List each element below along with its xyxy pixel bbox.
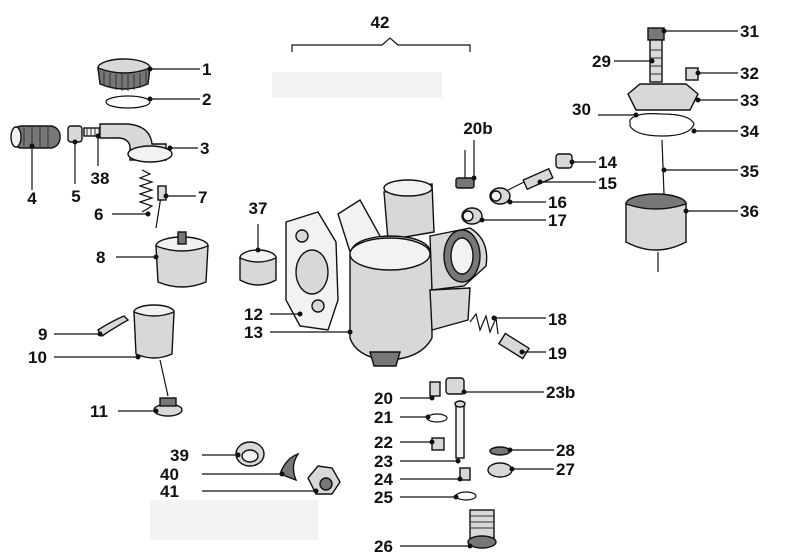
part-bushing-16 — [489, 187, 511, 205]
part-float-36 — [625, 193, 687, 272]
label-39: 39 — [170, 446, 189, 465]
part-jet-tube-23 — [454, 400, 466, 459]
scan-patch — [150, 500, 318, 540]
part-carburetor-body — [337, 179, 488, 367]
part-jet-22 — [431, 437, 445, 451]
label-10: 10 — [28, 348, 47, 367]
part-ring-39 — [235, 441, 265, 467]
label-40: 40 — [160, 465, 179, 484]
group-bracket: 42 — [291, 13, 471, 52]
part-float-lid-33 — [627, 83, 699, 111]
part-clip-40 — [279, 452, 300, 482]
label-42: 42 — [371, 13, 390, 32]
part-screw-31 — [647, 27, 665, 41]
label-41: 41 — [160, 482, 179, 501]
label-15: 15 — [598, 174, 617, 193]
label-16: 16 — [548, 193, 567, 212]
part-spring-6 — [138, 169, 154, 213]
part-needle-clip-11 — [153, 397, 183, 417]
label-2: 2 — [202, 90, 211, 109]
part-plug-23b — [445, 377, 465, 395]
label-27: 27 — [556, 460, 575, 479]
scan-patch — [272, 72, 442, 98]
label-13: 13 — [244, 323, 263, 342]
label-17: 17 — [548, 211, 567, 230]
part-needle-valve-15 — [507, 167, 554, 191]
label-9: 9 — [38, 325, 47, 344]
part-gasket-34 — [629, 113, 695, 137]
label-25: 25 — [374, 488, 393, 507]
label-11: 11 — [90, 402, 108, 421]
part-screw-19 — [497, 332, 531, 360]
label-12: 12 — [244, 305, 263, 324]
label-34: 34 — [740, 122, 759, 141]
part-rod-35 — [661, 139, 665, 195]
part-cap-14 — [555, 153, 573, 169]
part-ring — [105, 95, 151, 109]
part-flange-gasket — [285, 211, 339, 331]
part-sleeve — [10, 125, 61, 149]
label-1: 1 — [202, 60, 211, 79]
label-7: 7 — [198, 188, 207, 207]
label-31: 31 — [740, 22, 759, 41]
label-3: 3 — [200, 139, 209, 158]
part-piston-8 — [155, 231, 209, 288]
label-26: 26 — [374, 537, 393, 556]
label-32: 32 — [740, 64, 759, 83]
label-23b: 23b — [546, 383, 575, 402]
part-drain-plug-26 — [467, 509, 497, 549]
label-20: 20 — [374, 389, 393, 408]
label-4: 4 — [27, 189, 37, 208]
part-sleeve-37 — [239, 249, 277, 286]
part-washer-25 — [455, 491, 477, 501]
label-5: 5 — [71, 187, 80, 206]
label-14: 14 — [598, 153, 617, 172]
part-nut-41 — [307, 465, 341, 495]
label-36: 36 — [740, 202, 759, 221]
part-nut-27 — [487, 462, 513, 478]
label-20b: 20b — [463, 119, 492, 138]
label-28: 28 — [556, 441, 575, 460]
label-6: 6 — [94, 205, 103, 224]
part-washer-28 — [489, 446, 511, 456]
label-21: 21 — [374, 408, 393, 427]
label-23: 23 — [374, 452, 393, 471]
label-24: 24 — [374, 470, 393, 489]
part-slide-10 — [133, 304, 175, 397]
part-bushing-17 — [461, 207, 483, 225]
label-29: 29 — [592, 52, 611, 71]
part-knurled-cap — [97, 58, 151, 91]
part-pin-7 — [155, 185, 167, 229]
label-33: 33 — [740, 91, 759, 110]
label-18: 18 — [548, 310, 567, 329]
part-elbow — [99, 123, 173, 163]
part-screw-20b — [455, 150, 475, 189]
label-35: 35 — [740, 162, 759, 181]
label-30: 30 — [572, 100, 591, 119]
label-38: 38 — [91, 169, 110, 188]
part-jet-24 — [459, 467, 471, 481]
label-37: 37 — [249, 199, 268, 218]
part-jet-20 — [429, 381, 441, 397]
label-22: 22 — [374, 433, 393, 452]
label-8: 8 — [96, 248, 105, 267]
label-19: 19 — [548, 344, 567, 363]
part-clip-9 — [97, 315, 130, 337]
